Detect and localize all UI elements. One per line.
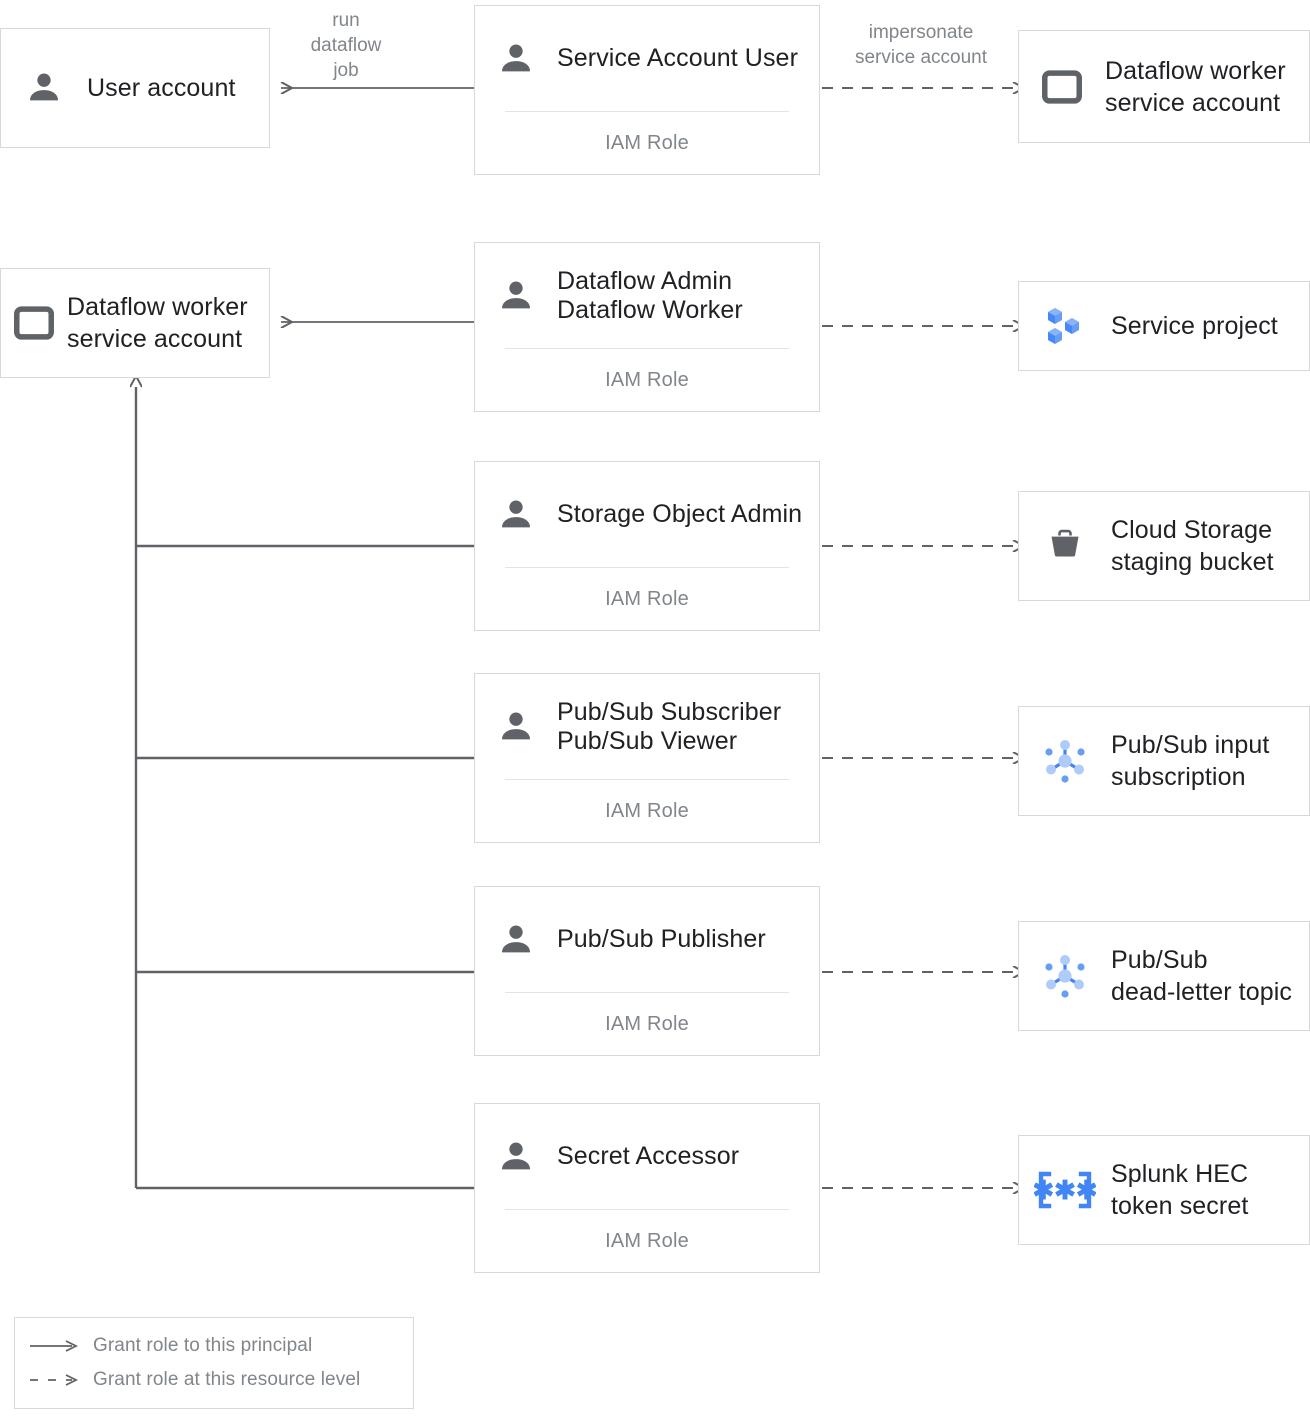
resource-label: Service project [1111,312,1278,340]
person-icon [475,887,557,992]
principal-label: Dataflow worker service account [67,293,248,353]
role-footer-label: IAM Role [605,1229,689,1252]
resource-label: Cloud Storage staging bucket [1111,516,1274,576]
divider [505,779,789,780]
role-label: Pub/Sub Subscriber Pub/Sub Viewer [557,697,782,755]
role-label: Pub/Sub Publisher [557,925,766,953]
divider [505,348,789,349]
principal-label: User account [87,74,236,102]
resource-service-project[interactable]: Service project [1018,281,1310,371]
role-footer-label: IAM Role [605,368,689,391]
resource-label: Pub/Sub input subscription [1111,731,1270,791]
role-card-pubsub-subscriber-viewer[interactable]: Pub/Sub Subscriber Pub/Sub Viewer IAM Ro… [474,673,820,843]
secret-asterisks-icon: ✱✱✱ [1019,1135,1111,1245]
solid-arrow-icon [15,1339,93,1353]
divider [505,992,789,993]
role-card-storage-object-admin[interactable]: Storage Object Admin IAM Role [474,461,820,631]
monitor-icon [1019,30,1105,143]
role-footer-label: IAM Role [605,587,689,610]
person-icon [1,28,87,148]
role-card-pubsub-publisher[interactable]: Pub/Sub Publisher IAM Role [474,886,820,1056]
legend-item-label: Grant role at this resource level [93,1369,361,1390]
divider [505,567,789,568]
resource-pubsub-dead-letter-topic[interactable]: Pub/Sub dead-letter topic [1018,921,1310,1031]
resource-pubsub-input-subscription[interactable]: Pub/Sub input subscription [1018,706,1310,816]
resource-label: Dataflow worker service account [1105,56,1286,117]
edge-roles-bus-to-worker-sa [136,387,474,1190]
divider [505,1209,789,1210]
person-icon [475,1104,557,1209]
legend-item-label: Grant role to this principal [93,1335,313,1356]
role-card-service-account-user[interactable]: Service Account User IAM Role [474,5,820,175]
monitor-icon [1,268,67,378]
role-footer-label: IAM Role [605,799,689,822]
edge-label-impersonate-service-account: impersonate service account [854,22,987,69]
resource-splunk-hec-token-secret[interactable]: ✱✱✱ Splunk HEC token secret [1018,1135,1310,1245]
role-label: Secret Accessor [557,1142,740,1170]
principal-dataflow-worker-service-account[interactable]: Dataflow worker service account [0,268,270,378]
resource-label: Splunk HEC token secret [1111,1160,1249,1220]
role-card-dataflow-admin-worker[interactable]: Dataflow Admin Dataflow Worker IAM Role [474,242,820,412]
divider [505,111,789,112]
role-footer-label: IAM Role [605,1012,689,1035]
legend-item-grant-role-to-principal: Grant role to this principal [15,1329,413,1363]
principal-user-account[interactable]: User account [0,28,270,148]
role-label: Dataflow Admin Dataflow Worker [557,266,743,324]
resource-dataflow-worker-service-account[interactable]: Dataflow worker service account [1018,30,1310,143]
role-card-secret-accessor[interactable]: Secret Accessor IAM Role [474,1103,820,1273]
role-footer-label: IAM Role [605,131,689,154]
pubsub-icon [1019,921,1111,1031]
edge-label-run-dataflow-job: run dataflow job [310,10,382,82]
role-label: Service Account User [557,44,798,72]
svg-text:✱✱✱: ✱✱✱ [1034,1175,1096,1205]
storage-bucket-icon [1019,491,1111,601]
resource-cloud-storage-staging-bucket[interactable]: Cloud Storage staging bucket [1018,491,1310,601]
person-icon [475,243,557,348]
legend-item-grant-role-at-resource-level: Grant role at this resource level [15,1363,413,1397]
role-label: Storage Object Admin [557,500,803,528]
pubsub-icon [1019,706,1111,816]
person-icon [475,6,557,111]
person-icon [475,462,557,567]
person-icon [475,674,557,779]
project-hexagons-icon [1019,281,1111,371]
resource-label: Pub/Sub dead-letter topic [1111,946,1292,1006]
dashed-arrow-icon [15,1373,93,1387]
legend: Grant role to this principal Grant role … [14,1317,414,1409]
